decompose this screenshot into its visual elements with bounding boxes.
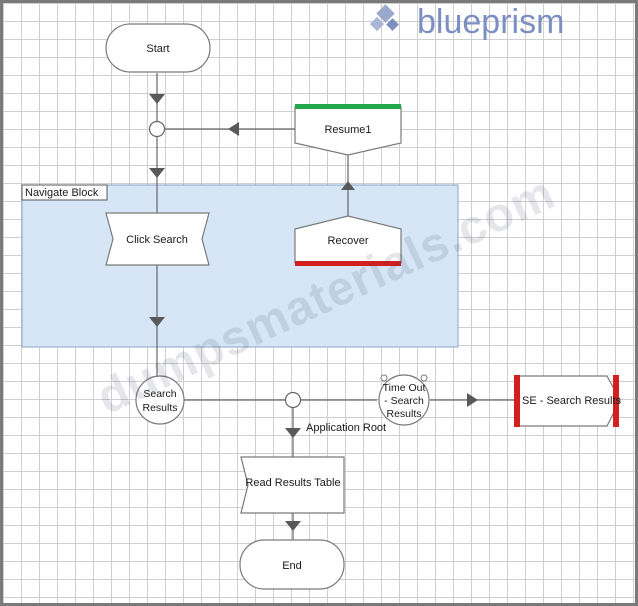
- read-results-label: Read Results Table: [245, 477, 340, 489]
- arrow-right-icon: [467, 393, 478, 407]
- start-label: Start: [146, 43, 169, 55]
- exception-right-bar: [613, 375, 619, 427]
- exception-left-bar: [514, 375, 520, 427]
- click-search-label: Click Search: [126, 234, 188, 246]
- arrow-down-icon: [149, 94, 165, 104]
- arrow-down-icon: [285, 428, 301, 438]
- resume-label: Resume1: [324, 124, 371, 136]
- blueprism-logo-text: blueprism: [417, 3, 564, 41]
- search-results-wait-stage[interactable]: Search Results: [135, 375, 185, 425]
- navigate-block[interactable]: Navigate Block: [21, 184, 459, 348]
- arrow-left-icon: [228, 122, 239, 136]
- end-stage[interactable]: End: [239, 539, 345, 590]
- time-out-stage[interactable]: Time Out - Search Results: [378, 374, 430, 426]
- recover-label: Recover: [328, 235, 369, 247]
- search-results-line1: Search: [143, 388, 176, 400]
- arrow-down-icon: [149, 317, 165, 327]
- recover-stage[interactable]: Recover: [294, 215, 402, 266]
- junction-anchor[interactable]: [148, 120, 166, 138]
- navigate-block-label: Navigate Block: [25, 187, 99, 199]
- time-out-line3: Results: [386, 408, 421, 420]
- time-out-line2: - Search: [384, 395, 424, 407]
- click-search-stage[interactable]: Click Search: [105, 212, 210, 266]
- junction-anchor[interactable]: [284, 391, 302, 409]
- exception-label: SE - Search Results: [522, 395, 622, 407]
- resume-status-bar: [295, 104, 401, 109]
- recover-status-bar: [295, 261, 401, 266]
- start-stage[interactable]: Start: [105, 23, 211, 73]
- application-root-label: Application Root: [306, 422, 386, 434]
- clock-icon: [420, 374, 428, 382]
- arrow-down-icon: [285, 521, 301, 531]
- read-results-stage[interactable]: Read Results Table: [240, 456, 345, 514]
- process-flow-svg: blueprism Navigate Block Start Resu: [21, 3, 622, 590]
- exception-stage[interactable]: SE - Search Results: [514, 375, 622, 427]
- clock-icon: [380, 374, 388, 382]
- arrow-down-icon: [149, 168, 165, 178]
- blueprism-logo: blueprism: [369, 3, 564, 41]
- search-results-line2: Results: [142, 402, 177, 414]
- time-out-line1: Time Out: [383, 382, 426, 394]
- resume-stage[interactable]: Resume1: [294, 104, 402, 156]
- end-label: End: [282, 560, 302, 572]
- arrow-up-icon: [341, 181, 355, 190]
- blueprism-logo-icon: [369, 4, 399, 32]
